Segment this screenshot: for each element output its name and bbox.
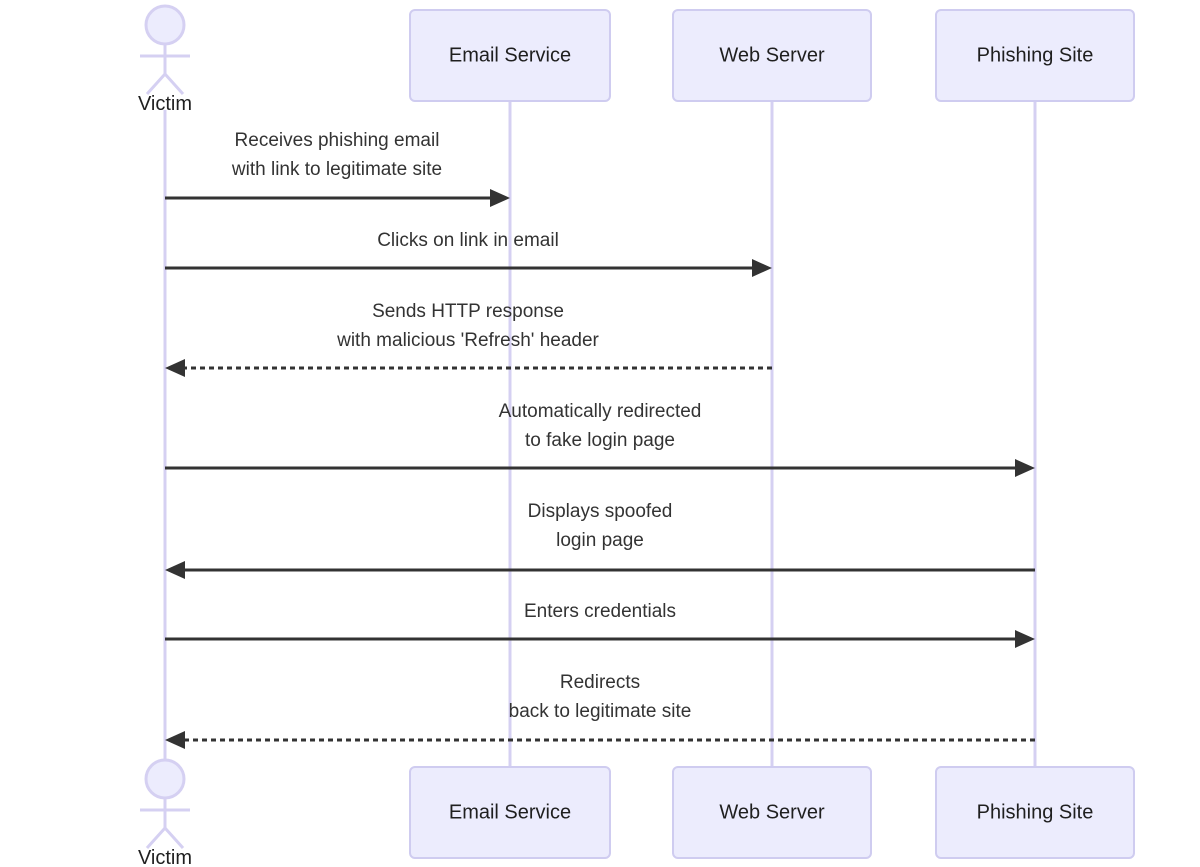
message-arrowhead-left <box>165 359 185 377</box>
message-arrowhead-left <box>165 561 185 579</box>
participant-label-phishing-site-top: Phishing Site <box>977 44 1094 66</box>
message-label-line-1: Sends HTTP response <box>372 301 564 322</box>
message-arrowhead-left <box>165 731 185 749</box>
participant-box-rect <box>409 9 611 102</box>
actor-left-leg-line <box>145 826 167 850</box>
actor-label-victim-top: Victim <box>138 93 192 115</box>
message-label-line-2: with malicious 'Refresh' header <box>336 330 599 351</box>
participant-label-email-service-top: Email Service <box>449 44 571 66</box>
participant-label-web-server-top: Web Server <box>719 44 825 66</box>
message-label-line-1: Enters credentials <box>524 601 676 622</box>
lifelines-layer <box>163 101 1037 768</box>
message-1-receives-phishing-email[interactable]: Receives phishing email with link to leg… <box>165 130 510 207</box>
participant-box-rect <box>935 766 1135 859</box>
message-label-line-2: back to legitimate site <box>509 701 692 722</box>
message-7-redirects-back[interactable]: Redirects back to legitimate site <box>165 672 1035 749</box>
participant-box-rect <box>672 9 872 102</box>
actor-left-leg-line <box>145 72 167 96</box>
message-label-line-1: Displays spoofed <box>528 501 673 522</box>
participant-email-service-bottom[interactable]: Email Service <box>409 766 611 859</box>
message-label-line-2: with link to legitimate site <box>231 159 442 180</box>
message-3-sends-http-response[interactable]: Sends HTTP response with malicious 'Refr… <box>165 301 772 377</box>
message-label-line-2: login page <box>556 530 644 551</box>
message-2-clicks-on-link[interactable]: Clicks on link in email <box>165 230 772 277</box>
participant-label-web-server-bottom: Web Server <box>719 801 825 823</box>
participant-email-service-top[interactable]: Email Service <box>409 9 611 102</box>
message-arrowhead-right <box>1015 459 1035 477</box>
actor-head-icon <box>144 758 186 800</box>
actor-label-victim-bottom: Victim <box>138 847 192 867</box>
message-6-enters-credentials[interactable]: Enters credentials <box>165 601 1035 648</box>
message-arrowhead-right <box>490 189 510 207</box>
actor-head-icon <box>144 4 186 46</box>
message-label-line-1: Redirects <box>560 672 640 693</box>
actor-right-leg-line <box>163 72 185 96</box>
participant-label-email-service-bottom: Email Service <box>449 801 571 823</box>
participant-phishing-site-top[interactable]: Phishing Site <box>935 9 1135 102</box>
actor-victim-bottom[interactable]: Victim <box>138 758 192 867</box>
actor-victim-top[interactable]: Victim <box>138 4 192 115</box>
message-label-line-2: to fake login page <box>525 430 675 451</box>
participant-phishing-site-bottom[interactable]: Phishing Site <box>935 766 1135 859</box>
message-4-automatically-redirected[interactable]: Automatically redirected to fake login p… <box>165 401 1035 477</box>
participant-label-phishing-site-bottom: Phishing Site <box>977 801 1094 823</box>
actor-right-leg-line <box>163 826 185 850</box>
message-arrowhead-right <box>752 259 772 277</box>
participant-box-rect <box>672 766 872 859</box>
message-arrowhead-right <box>1015 630 1035 648</box>
message-5-displays-spoofed-login-page[interactable]: Displays spoofed login page <box>165 501 1035 579</box>
participant-box-rect <box>409 766 611 859</box>
message-label-line-1: Receives phishing email <box>235 130 440 151</box>
participant-web-server-top[interactable]: Web Server <box>672 9 872 102</box>
message-label-line-1: Automatically redirected <box>499 401 702 422</box>
participant-web-server-bottom[interactable]: Web Server <box>672 766 872 859</box>
participant-box-rect <box>935 9 1135 102</box>
message-label-line-1: Clicks on link in email <box>377 230 559 251</box>
